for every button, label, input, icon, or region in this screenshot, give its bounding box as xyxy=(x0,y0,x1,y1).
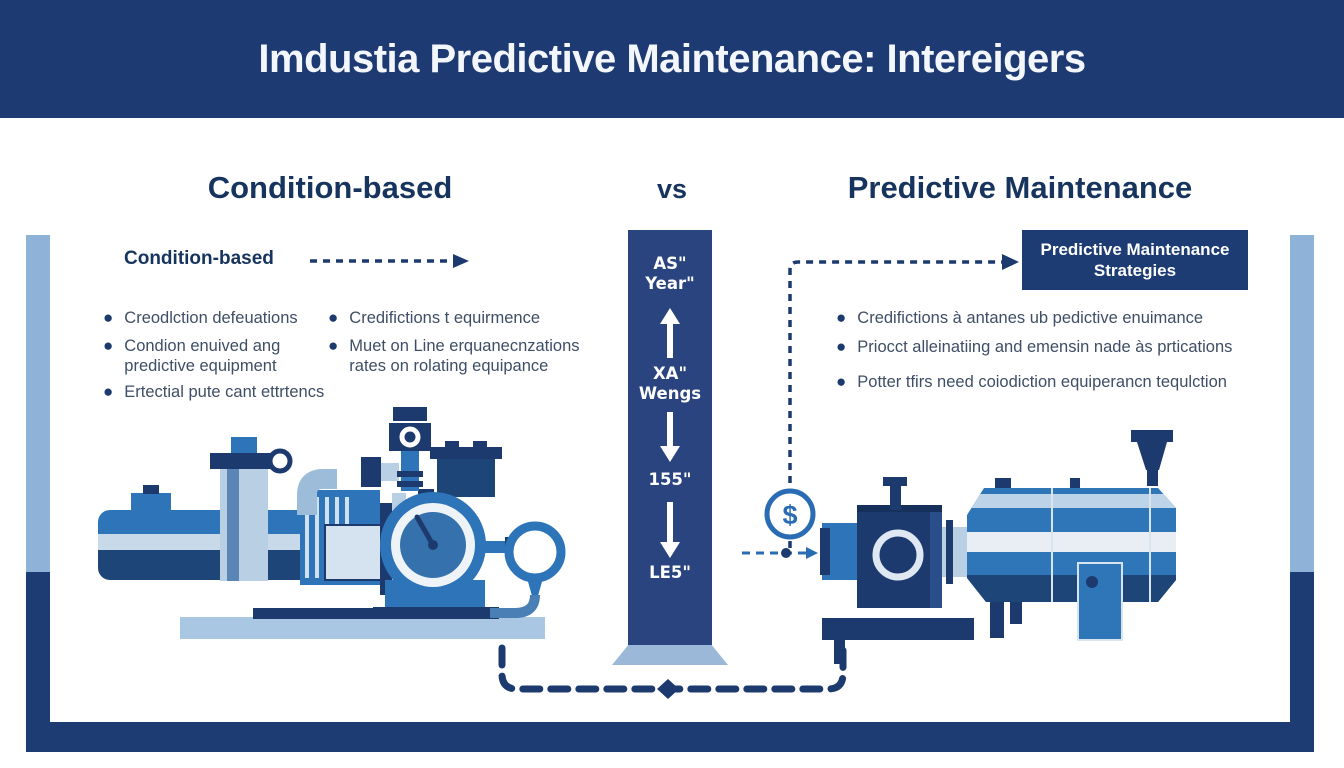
bullet-icon: ● xyxy=(103,382,114,401)
vs-label: vs xyxy=(656,174,688,204)
bottom-loop-connector xyxy=(498,644,847,693)
condition-based-label: Condition-based xyxy=(124,248,274,269)
list-item: ● Creodlction defeuations xyxy=(103,308,298,327)
bullet-icon: ● xyxy=(103,336,114,355)
arrow-down-icon xyxy=(660,502,680,558)
diamond-node-icon xyxy=(657,679,679,699)
bullet-icon: ● xyxy=(103,308,114,327)
page-title: Imdustia Predictive Maintenance: Interei… xyxy=(258,36,1086,81)
bullet-icon: ● xyxy=(836,372,847,391)
frame-bar-left xyxy=(26,235,50,752)
bullet-icon: ● xyxy=(836,337,847,356)
column-pedestal xyxy=(612,645,728,665)
left-heading: Condition-based xyxy=(207,170,453,205)
dollar-icon: $ xyxy=(782,500,797,530)
right-heading: Predictive Maintenance xyxy=(847,170,1193,205)
cost-to-strategy-connector xyxy=(788,260,1002,548)
list-item: ● Potter tfirs need coiodiction equipera… xyxy=(836,372,1227,391)
list-item: ● Condion enuived ang predictive equipme… xyxy=(103,336,281,375)
left-machine-illustration xyxy=(98,407,566,639)
arrow-right-icon xyxy=(806,547,818,559)
list-item: ● Ertectial pute cant ettrtencs xyxy=(103,382,325,401)
list-item: ● Priocct alleinatiing and emensin nade … xyxy=(836,337,1233,356)
list-item: ● Credifictions t equirmence xyxy=(328,308,541,327)
column-label-2: XA" Wengs xyxy=(638,364,702,403)
arrow-right-icon xyxy=(453,254,469,268)
center-comparison-column: AS" Year" XA" Wengs 155" LE5" xyxy=(628,230,712,645)
arrow-up-icon xyxy=(660,308,680,358)
right-machine-illustration xyxy=(820,430,1176,664)
strategies-box-label: Predictive Maintenance Strategies xyxy=(1040,239,1230,280)
bullet-icon: ● xyxy=(328,336,339,355)
arrow-right-icon xyxy=(1002,254,1019,270)
bullet-icon: ● xyxy=(328,308,339,327)
arrow-down-icon xyxy=(660,412,680,462)
column-label-3: 155" xyxy=(648,470,692,489)
list-item: ● Muet on Line erquanecnzations rates on… xyxy=(328,336,580,375)
column-label-4: LE5" xyxy=(649,563,691,582)
column-label-1: AS" Year" xyxy=(645,254,695,293)
node-dot-icon xyxy=(781,548,791,558)
bullet-icon: ● xyxy=(836,308,847,327)
dollar-cost-icon xyxy=(764,488,816,540)
frame-bar-right xyxy=(1290,235,1314,752)
header-banner: Imdustia Predictive Maintenance: Interei… xyxy=(0,0,1344,118)
strategies-box: Predictive Maintenance Strategies xyxy=(1022,230,1248,290)
frame-bar-bottom xyxy=(26,722,1314,752)
list-item: ● Credifictions à antanes ub pedictive e… xyxy=(836,308,1204,327)
